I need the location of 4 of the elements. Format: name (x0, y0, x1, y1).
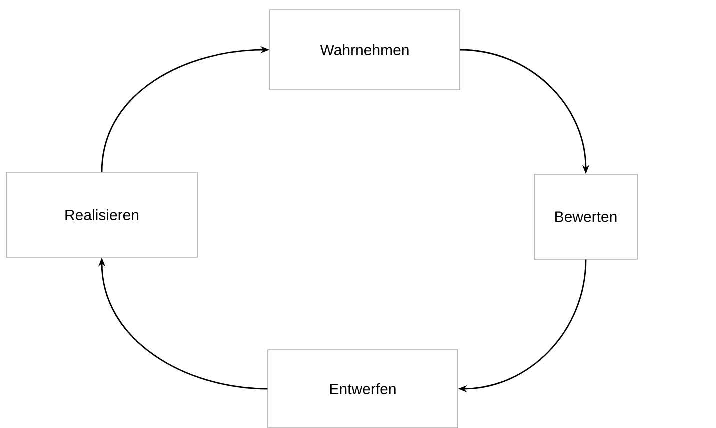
process-box: Wahrnehmen (270, 10, 460, 90)
process-box: Bewerten (534, 174, 638, 260)
process-box: Entwerfen (268, 350, 458, 428)
process-box: Realisieren (6, 172, 198, 258)
